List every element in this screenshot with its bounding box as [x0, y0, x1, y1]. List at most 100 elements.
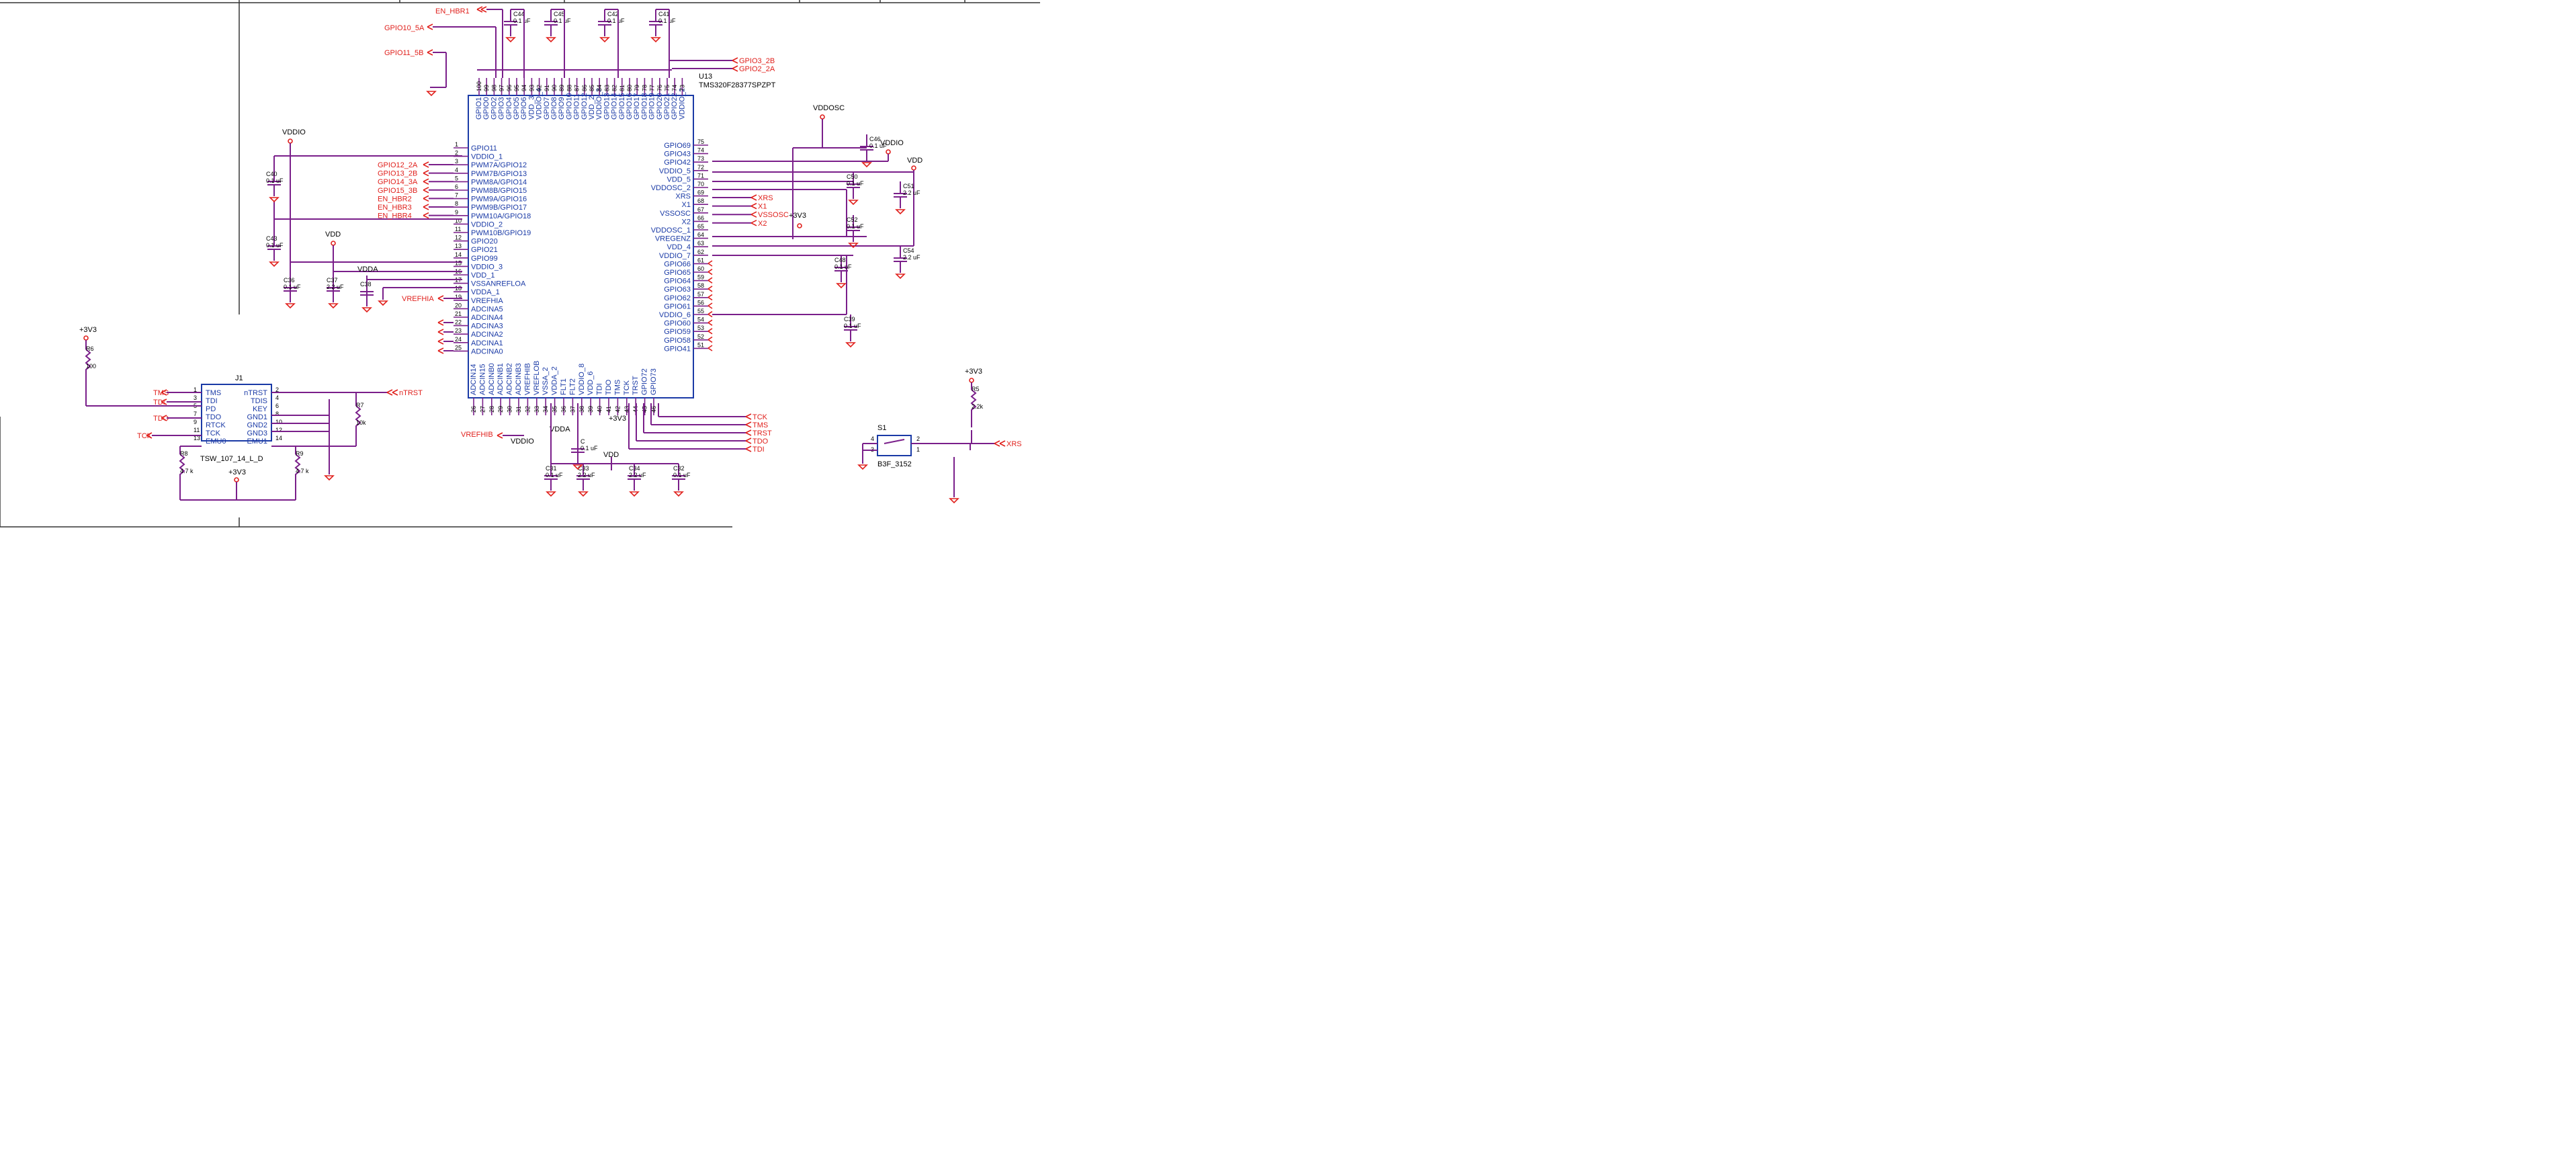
- u13-right-pin-label: VDDIO_5: [659, 167, 691, 175]
- u13-left-pin-label: VDDIO_3: [471, 263, 503, 271]
- cap-value: 0.1 uF: [673, 472, 691, 478]
- net-flag: [745, 437, 752, 444]
- left-net-label: EN_HBR3: [378, 204, 412, 212]
- u13-part: TMS320F28377SPZPT: [699, 81, 776, 89]
- s1-part: B3F_3152: [877, 460, 912, 468]
- u13-right-pin-label: VDD_5: [667, 175, 691, 183]
- u13-right-pin-label: GPIO60: [664, 320, 691, 328]
- u13-bottom-pin-number: 29: [497, 406, 504, 413]
- cap-ref: C: [581, 438, 585, 445]
- u13-top-pin-number: 80: [626, 85, 633, 91]
- u13-top-pin-label: GPIO22: [671, 93, 679, 120]
- j1-right-pin-name: GND1: [247, 413, 267, 421]
- u13-top-pin-label: GPIO8: [550, 97, 558, 120]
- u13-left-pin-number: 12: [455, 235, 462, 241]
- u13-top-pin-label: GPIO19: [648, 93, 656, 120]
- cap-value: 0.1 uF: [847, 223, 864, 230]
- p3v3-label-reset: +3V3: [965, 368, 982, 376]
- net-vrefhia: VREFHIA: [402, 295, 434, 303]
- resistor-value: 2.2k: [972, 403, 984, 410]
- u13-top-pin-label: VDDIO_4: [535, 88, 544, 120]
- u13-right-pin-number: 61: [697, 257, 704, 263]
- net-flag: [857, 464, 868, 470]
- net-flag: [707, 302, 713, 309]
- u13-top-pin-label: GPIO21: [663, 93, 671, 120]
- cap-ref: C51: [903, 183, 914, 190]
- u13-right-pin-label: GPIO69: [664, 142, 691, 150]
- u13-top-pin-label: VDDIO_2: [678, 88, 686, 120]
- u13-top-pin-number: 90: [551, 85, 558, 91]
- cap-value: 2.2 uF: [903, 190, 920, 196]
- bottom-net-label: TDI: [753, 446, 765, 454]
- j1-right-pin-number: 14: [275, 435, 282, 442]
- net-flag: [750, 194, 757, 201]
- u13-top-pin-label: GPIO5: [513, 97, 521, 120]
- u13-left-pin-number: 21: [455, 310, 462, 317]
- resistor-r5: R52.2k: [970, 386, 984, 427]
- u13-right-pin-number: 68: [697, 198, 704, 204]
- u13-top-pin-number: 96: [506, 85, 513, 91]
- u13-bottom-pin-number: 33: [533, 406, 540, 413]
- cap-value: 0.1 uF: [284, 284, 301, 290]
- cap-ref: C39: [844, 316, 855, 323]
- wire-segment: [355, 405, 361, 444]
- ground-symbol: [599, 37, 610, 43]
- net-flag: [427, 49, 433, 56]
- net-flag: [324, 475, 335, 481]
- j1-left-pin-name: TDO: [206, 413, 222, 421]
- j1-left-pin-name: TDI: [206, 397, 218, 405]
- u13-left-pin-label: PWM10B/GPIO19: [471, 229, 531, 237]
- vddio-label-bottom: VDDIO: [511, 437, 534, 446]
- resistor-ref: R8: [180, 450, 188, 457]
- u13-bottom-pin-number: 46: [650, 406, 657, 413]
- u13-top-pin-label: GPIO14: [611, 93, 619, 120]
- ground-symbol: [629, 491, 640, 497]
- j1-right-pin-name: EMU1: [247, 437, 267, 446]
- u13-top-pin-number: 78: [641, 85, 648, 91]
- ground-symbol: [650, 37, 661, 43]
- j1-right-pin-name: nTRST: [244, 389, 267, 397]
- u13-left-pin-label: GPIO99: [471, 255, 498, 263]
- u13-bottom-pin-label: TDO: [605, 379, 613, 395]
- net-flag: [423, 212, 429, 219]
- u13-bottom-pin-label: ADCIN14: [470, 364, 478, 395]
- cap-value: 0.1 uF: [546, 472, 563, 478]
- j1-left-pin-number: 11: [194, 427, 200, 433]
- u13-bottom-pins: ADCIN1426ADCIN1527ADCINB028ADCINB129ADCI…: [470, 361, 658, 415]
- net-flag: [423, 169, 429, 177]
- j1-part: TSW_107_14_L_D: [200, 455, 263, 463]
- bottom-net-label: TMS: [753, 421, 768, 429]
- capacitor-c: C0.1 uF: [571, 437, 598, 470]
- u13-left-pin-label: PWM9B/GPIO17: [471, 204, 527, 212]
- cap-value: 0.1 uF: [847, 180, 864, 187]
- cap-ref: C54: [903, 247, 914, 254]
- net-gpio2-2a: GPIO2_2A: [739, 65, 775, 73]
- u13-bottom-pin-label: GPIO73: [650, 368, 658, 395]
- net-flag: [707, 319, 713, 326]
- right-net-label: X2: [758, 220, 767, 228]
- ground-symbol: [269, 261, 280, 267]
- ground-symbol: [546, 491, 556, 497]
- u13-right-pin-number: 73: [697, 155, 704, 162]
- u13-top-pin-number: 88: [566, 85, 572, 91]
- resistor-value: 4.7 k: [180, 468, 194, 474]
- u13-left-pin-label: ADCINA5: [471, 305, 503, 313]
- u13-left-pin-label: VREFHIA: [471, 297, 503, 305]
- net-flag: [437, 329, 444, 335]
- u13-top-pin-label: GPIO12: [581, 93, 589, 120]
- power-port: [820, 114, 825, 120]
- u13-bottom-pin-number: 28: [488, 406, 495, 413]
- s1-pin-4: 4: [871, 435, 874, 442]
- net-flag: [745, 446, 752, 452]
- ground-symbol: [848, 200, 859, 206]
- u13-left-pin-label: ADCINA1: [471, 339, 503, 347]
- u13-bottom-pin-label: VDD_6: [587, 372, 595, 395]
- u13-right-pin-label: GPIO63: [664, 286, 691, 294]
